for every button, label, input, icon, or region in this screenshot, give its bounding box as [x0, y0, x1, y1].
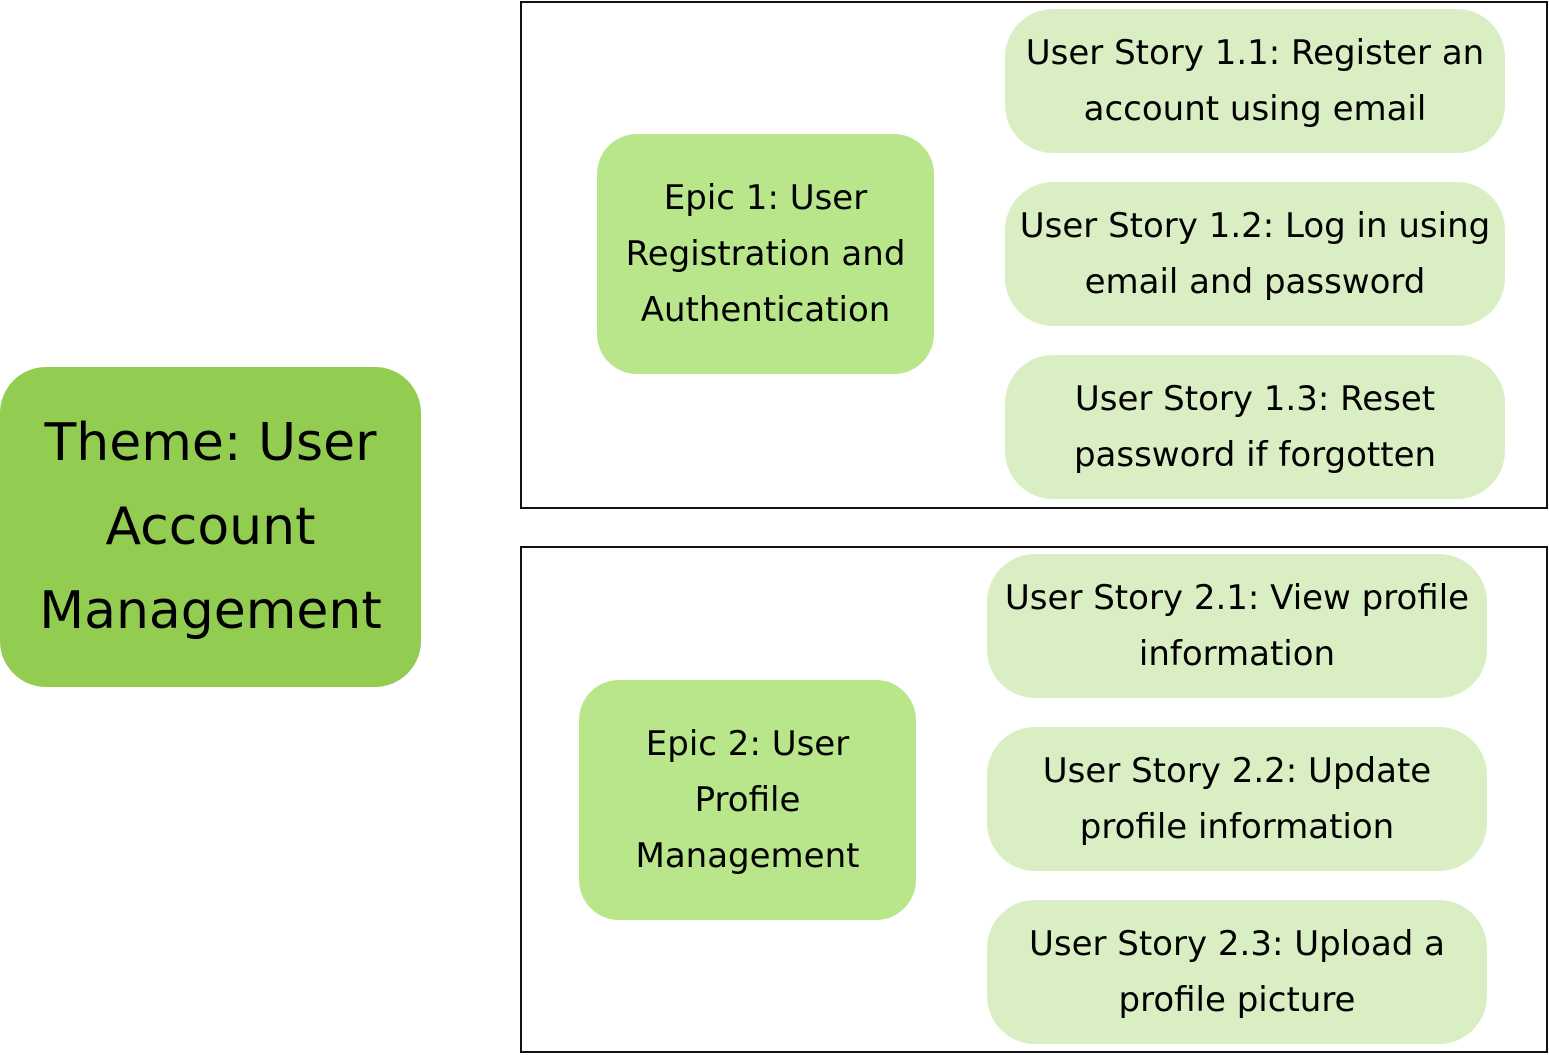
- user-story-2-3-node: User Story 2.3: Upload a profile picture: [987, 900, 1487, 1044]
- user-story-2-1-label: User Story 2.1: View profile information: [1004, 578, 1470, 674]
- theme-label: Theme: User Account Management: [39, 413, 382, 641]
- user-story-1-2-label: User Story 1.2: Log in using email and p…: [1019, 206, 1491, 302]
- epic-2-node: Epic 2: User Profile Management: [579, 680, 916, 920]
- user-story-1-2-node: User Story 1.2: Log in using email and p…: [1005, 182, 1505, 326]
- epic-1-group-frame: [520, 1, 1548, 509]
- epic-1-node: Epic 1: User Registration and Authentica…: [597, 134, 934, 374]
- user-story-1-1-label: User Story 1.1: Register an account usin…: [1025, 33, 1485, 129]
- epic-1-label: Epic 1: User Registration and Authentica…: [625, 178, 906, 330]
- user-story-1-3-node: User Story 1.3: Reset password if forgot…: [1005, 355, 1505, 499]
- user-story-2-2-node: User Story 2.2: Update profile informati…: [987, 727, 1487, 871]
- user-story-2-1-node: User Story 2.1: View profile information: [987, 554, 1487, 698]
- user-story-1-3-label: User Story 1.3: Reset password if forgot…: [1073, 379, 1437, 475]
- epic-2-label: Epic 2: User Profile Management: [635, 724, 860, 876]
- user-story-1-1-node: User Story 1.1: Register an account usin…: [1005, 9, 1505, 153]
- user-story-2-2-label: User Story 2.2: Update profile informati…: [1042, 751, 1432, 847]
- theme-node: Theme: User Account Management: [0, 367, 421, 687]
- user-story-2-3-label: User Story 2.3: Upload a profile picture: [1028, 924, 1446, 1020]
- epic-2-group-frame: [520, 546, 1548, 1053]
